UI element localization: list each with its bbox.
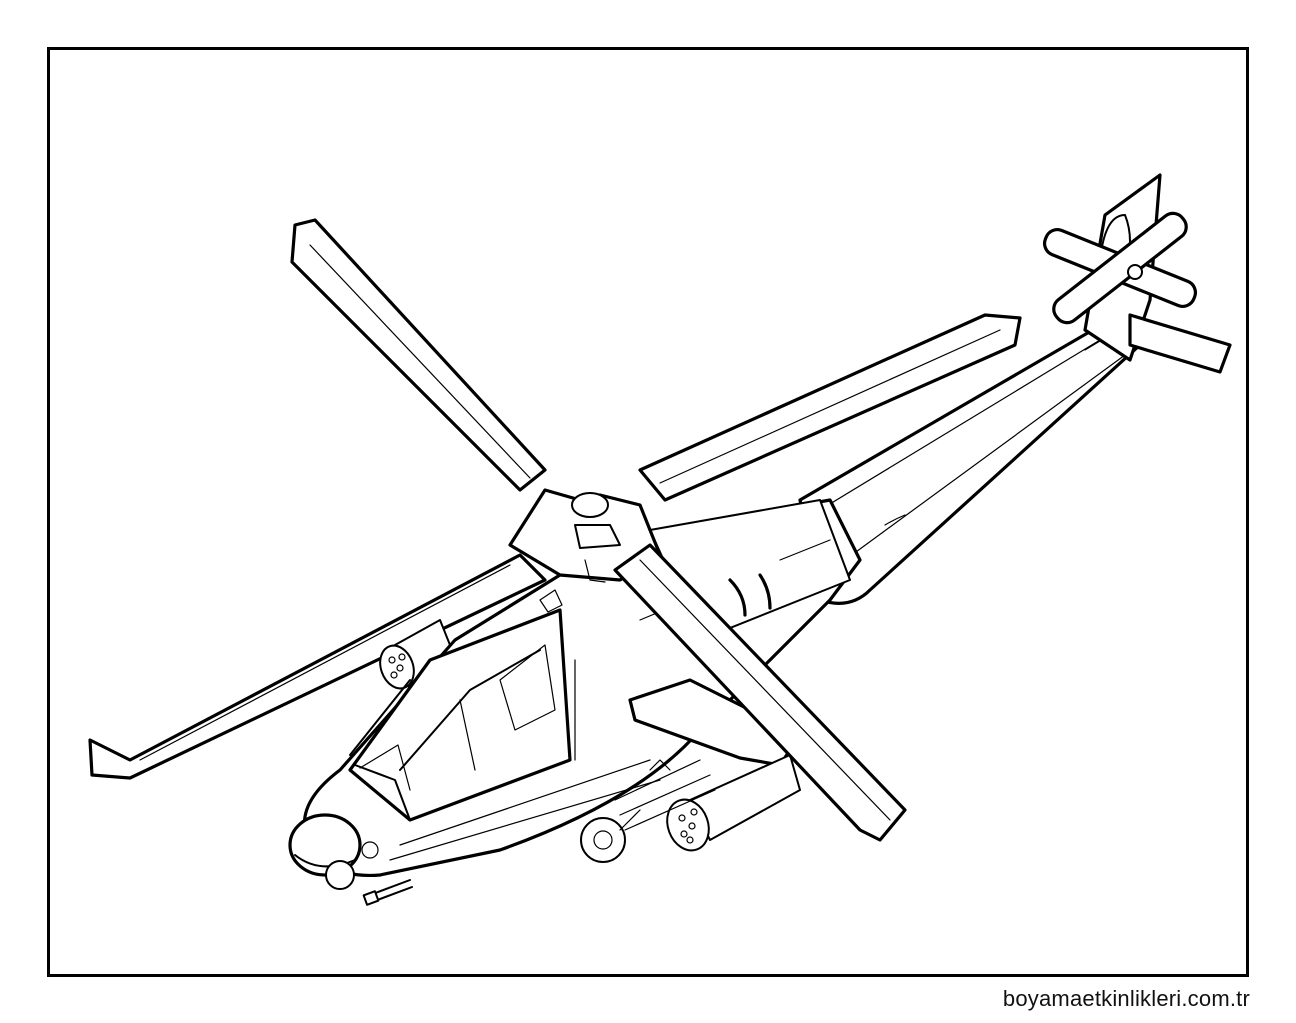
rotor-blade-lower-left [88, 553, 547, 780]
chain-gun [362, 879, 413, 906]
rotor-blade-upper-right [638, 313, 1022, 502]
footer-website-credit: boyamaetkinlikleri.com.tr [1002, 986, 1250, 1011]
rotor-blade-upper-left [290, 218, 547, 492]
rocket-pod-right [666, 754, 801, 852]
tail-rotor-assembly [1042, 173, 1232, 374]
coloring-page-frame [47, 47, 1249, 977]
missile-rack [614, 759, 716, 831]
nose-sensor-turret [288, 813, 379, 890]
rotor-blade-lower-right [613, 543, 907, 842]
landing-gear [580, 809, 641, 863]
rotor-hub [508, 488, 662, 613]
cockpit-canopy [348, 608, 576, 822]
